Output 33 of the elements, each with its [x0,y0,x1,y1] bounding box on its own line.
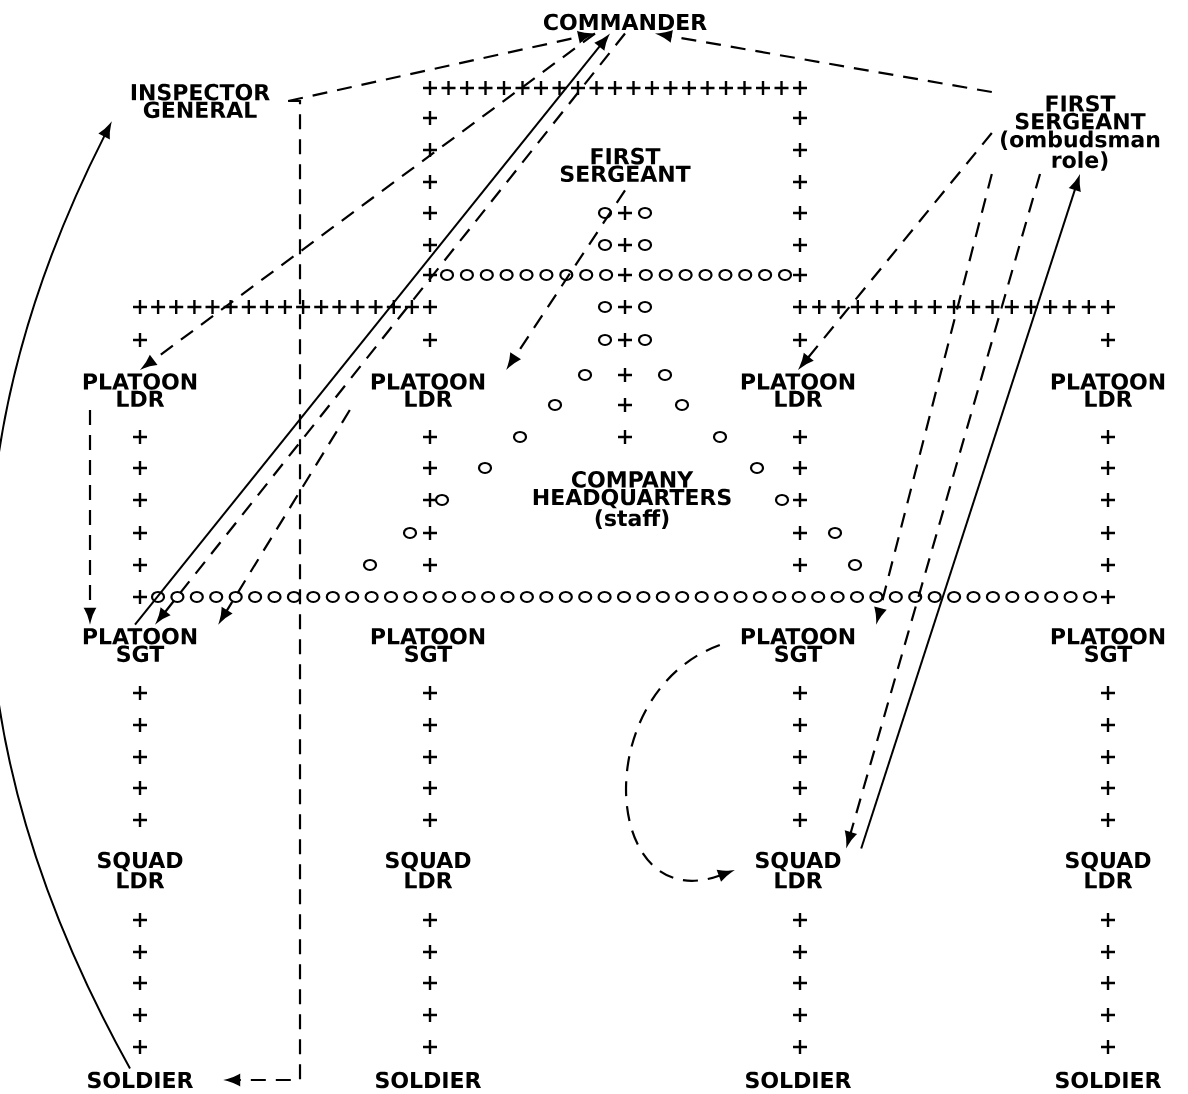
arrow [845,173,1042,846]
role-label: PLATOON LDR [371,373,485,407]
role-label: PLATOON SGT [1051,627,1165,663]
role-label: SQUAD LDR [98,851,183,889]
role-label: SOLDIER [1056,1071,1162,1089]
arrow [507,189,626,368]
role-label: SOLDIER [376,1071,482,1089]
role-label: PLATOON SGT [83,627,197,663]
role-label: COMMANDER [543,13,707,31]
arrow [625,644,732,882]
role-label: FIRST SERGEANT (ombudsman role) [1001,95,1160,171]
role-label: SQUAD LDR [756,851,841,889]
role-label: PLATOON SGT [741,627,855,663]
role-label: PLATOON LDR [1051,373,1165,407]
arrow [142,32,596,369]
role-label: PLATOON SGT [371,627,485,663]
arrow [287,31,592,103]
role-label: PLATOON LDR [741,373,855,407]
role-label: COMPANY HEADQUARTERS (staff) [533,471,731,529]
arrow [0,123,131,1070]
arrow [860,176,1081,850]
arrow [84,410,96,622]
arrow [219,409,351,622]
role-label: SOLDIER [88,1071,194,1089]
role-label: INSPECTOR GENERAL [131,83,270,119]
arrow [799,132,993,368]
role-label: FIRST SERGEANT [560,147,691,183]
arrow [226,99,302,1086]
role-label: PLATOON LDR [83,373,197,407]
arrow [874,173,993,622]
role-label: SQUAD LDR [1066,851,1151,889]
role-label: SOLDIER [746,1071,852,1089]
role-label: SQUAD LDR [386,851,471,889]
